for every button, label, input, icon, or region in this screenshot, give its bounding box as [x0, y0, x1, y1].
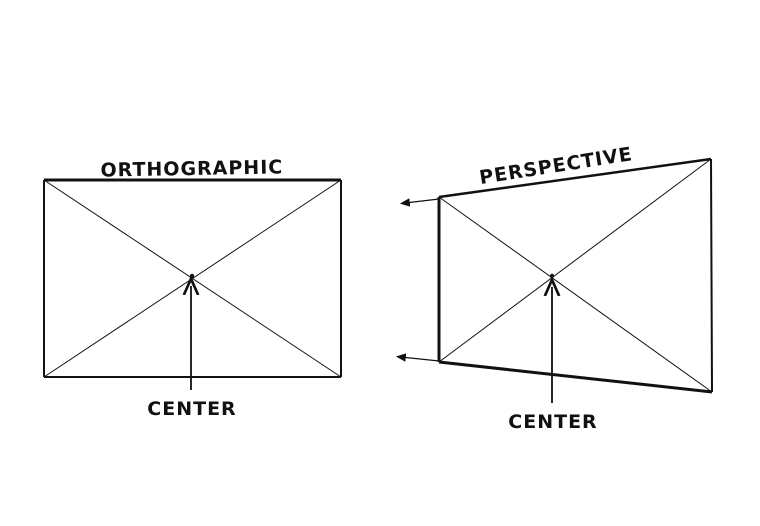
orthographic-center-dot — [189, 273, 195, 279]
perspective-diagonal-1 — [438, 196, 713, 393]
perspective-diagonal-2 — [438, 158, 712, 363]
perspective-frame-right — [710, 158, 713, 393]
perspective-view: PERSPECTIVE CENTER — [401, 143, 713, 433]
orthographic-view: ORTHOGRAPHIC CENTER — [43, 156, 342, 420]
perspective-frame-bottom — [438, 360, 713, 394]
perspective-center-dot — [549, 273, 555, 279]
orthographic-center-label: CENTER — [147, 398, 236, 420]
perspective-frame-top — [438, 157, 712, 199]
perspective-center-label: CENTER — [508, 411, 597, 433]
perspective-title: PERSPECTIVE — [478, 143, 634, 189]
perspective-top-extension-arrow — [405, 199, 440, 203]
orthographic-title: ORTHOGRAPHIC — [100, 156, 283, 181]
perspective-bottom-extension-arrow — [401, 357, 440, 361]
